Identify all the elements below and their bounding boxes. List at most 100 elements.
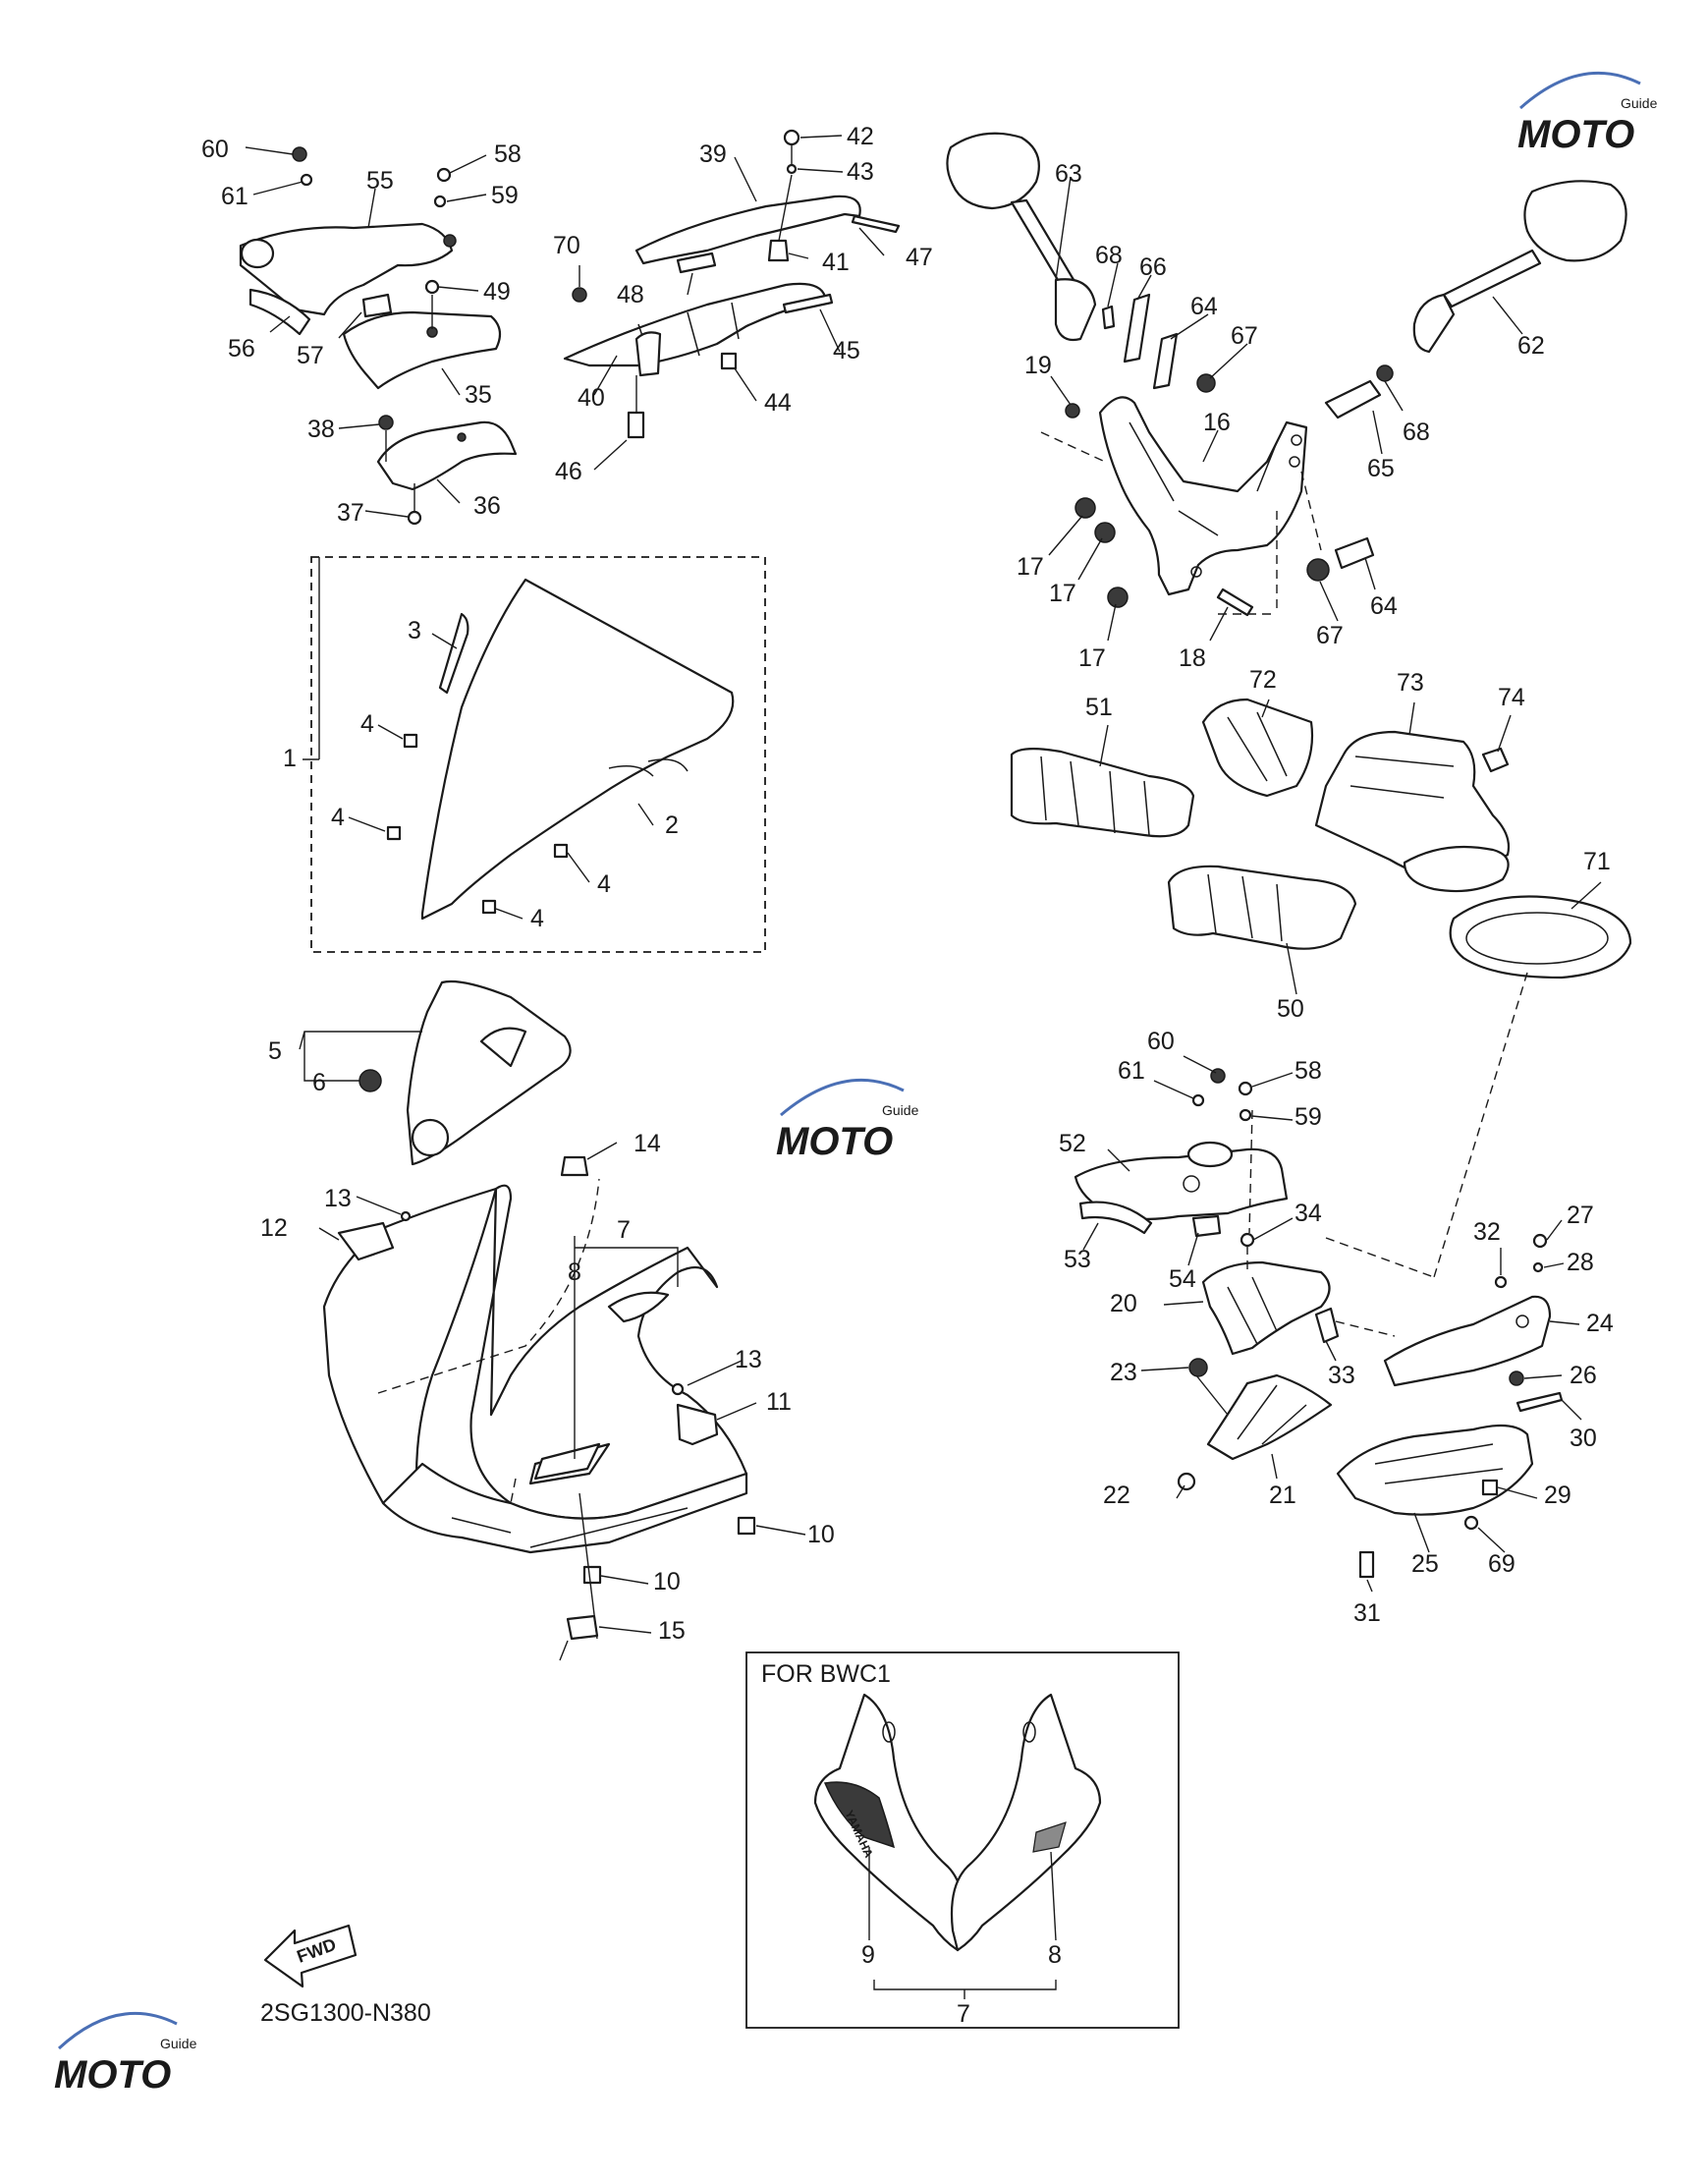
part-washer-28 bbox=[1532, 1261, 1544, 1273]
part-duct-25 bbox=[1336, 1424, 1534, 1516]
callout-46: 46 bbox=[555, 458, 582, 485]
callout-39: 39 bbox=[699, 140, 727, 168]
part-grommet-6 bbox=[358, 1069, 382, 1092]
part-nut-67b bbox=[1306, 558, 1330, 582]
callout-28: 28 bbox=[1567, 1249, 1594, 1276]
callout-15: 15 bbox=[658, 1617, 686, 1645]
callout-67: 67 bbox=[1316, 622, 1344, 649]
part-bracket-21 bbox=[1206, 1373, 1333, 1461]
callout-37: 37 bbox=[337, 499, 364, 527]
part-nut-10a bbox=[737, 1516, 756, 1536]
part-duct-71 bbox=[1449, 895, 1632, 979]
part-bolt-46 bbox=[627, 411, 645, 439]
watermark-center: MOTO Guide bbox=[776, 1078, 919, 1163]
callout-64: 64 bbox=[1370, 592, 1398, 620]
windscreen-group-box bbox=[310, 556, 766, 953]
part-nut-67a bbox=[1196, 373, 1216, 393]
callout-42: 42 bbox=[847, 123, 874, 150]
part-duct-20 bbox=[1201, 1260, 1331, 1356]
callout-49: 49 bbox=[483, 278, 511, 306]
callout-7: 7 bbox=[617, 1216, 631, 1244]
part-grommet-41 bbox=[767, 239, 790, 262]
part-nut-26 bbox=[1509, 1371, 1524, 1386]
callout-70: 70 bbox=[553, 232, 580, 259]
watermark-bottom-left: MOTO Guide bbox=[54, 2011, 197, 2097]
callout-41: 41 bbox=[822, 249, 850, 276]
callout-4: 4 bbox=[530, 905, 544, 932]
part-duct-35 bbox=[342, 310, 502, 390]
part-pad-48 bbox=[676, 252, 717, 274]
part-bolt-27 bbox=[1532, 1233, 1548, 1249]
part-nut-4c bbox=[553, 843, 569, 859]
callout-20: 20 bbox=[1110, 1290, 1137, 1317]
callout-58: 58 bbox=[494, 140, 522, 168]
part-pad-57 bbox=[361, 293, 393, 318]
part-rubber-68b bbox=[1376, 364, 1394, 382]
part-nut-29 bbox=[1481, 1479, 1499, 1496]
callout-4: 4 bbox=[597, 870, 611, 898]
callout-4: 4 bbox=[331, 804, 345, 831]
diagram-code: 2SG1300-N380 bbox=[260, 1999, 431, 2027]
part-plate-64a bbox=[1152, 332, 1179, 390]
callout-59: 59 bbox=[1295, 1103, 1322, 1131]
svg-text:Guide: Guide bbox=[160, 2036, 197, 2051]
part-bolt-19 bbox=[1065, 403, 1080, 419]
callout-44: 44 bbox=[764, 389, 792, 417]
callout-57: 57 bbox=[297, 342, 324, 369]
part-bolt-60a bbox=[292, 146, 307, 162]
callout-29: 29 bbox=[1544, 1482, 1571, 1509]
callout-27: 27 bbox=[1567, 1202, 1594, 1229]
callout-22: 22 bbox=[1103, 1482, 1130, 1509]
part-bolt-58a bbox=[436, 167, 452, 183]
part-duct-73 bbox=[1314, 730, 1511, 893]
callout-50: 50 bbox=[1277, 995, 1304, 1023]
part-strip-47 bbox=[851, 214, 901, 234]
callout-53: 53 bbox=[1064, 1246, 1091, 1273]
part-windscreen-2 bbox=[420, 578, 735, 921]
svg-text:Guide: Guide bbox=[1621, 95, 1658, 111]
part-clip-74 bbox=[1481, 747, 1510, 773]
part-gasket-65 bbox=[1324, 379, 1382, 420]
part-washer-59a bbox=[433, 195, 447, 208]
callout-43: 43 bbox=[847, 158, 874, 186]
callout-26: 26 bbox=[1570, 1362, 1597, 1389]
part-bolt-42 bbox=[783, 129, 800, 146]
callout-5: 5 bbox=[268, 1037, 282, 1065]
part-duct-51 bbox=[1010, 748, 1195, 838]
part-screw-13b bbox=[671, 1382, 685, 1396]
callout-30: 30 bbox=[1570, 1425, 1597, 1452]
part-bracket-40 bbox=[563, 282, 827, 377]
part-strip-30 bbox=[1515, 1391, 1564, 1413]
part-pad-54 bbox=[1191, 1214, 1222, 1238]
callout-47: 47 bbox=[906, 244, 933, 271]
callout-10: 10 bbox=[653, 1568, 681, 1595]
callout-17: 17 bbox=[1017, 553, 1044, 581]
part-damper-17a bbox=[1074, 497, 1096, 519]
part-pin-18 bbox=[1216, 587, 1254, 617]
callout-13: 13 bbox=[324, 1185, 352, 1212]
callout-25: 25 bbox=[1411, 1550, 1439, 1578]
callout-74: 74 bbox=[1498, 684, 1525, 711]
part-clip-44 bbox=[720, 352, 738, 370]
callout-31: 31 bbox=[1353, 1599, 1381, 1627]
part-mirror-63 bbox=[946, 132, 1097, 342]
callout-65: 65 bbox=[1367, 455, 1395, 482]
part-damper-17c bbox=[1107, 587, 1129, 608]
callout-7: 7 bbox=[957, 2000, 970, 2028]
svg-text:MOTO: MOTO bbox=[54, 2053, 171, 2097]
callout-59: 59 bbox=[491, 182, 519, 209]
callout-32: 32 bbox=[1473, 1218, 1501, 1246]
part-cover-24 bbox=[1383, 1295, 1552, 1387]
inset-fairing-7: YAMAHA bbox=[813, 1693, 1102, 1952]
callout-63: 63 bbox=[1055, 160, 1082, 188]
callout-13: 13 bbox=[735, 1346, 762, 1373]
part-clip-14 bbox=[560, 1155, 589, 1177]
callout-69: 69 bbox=[1488, 1550, 1515, 1578]
callout-34: 34 bbox=[1295, 1200, 1322, 1227]
callout-60: 60 bbox=[1147, 1028, 1175, 1055]
part-bolt-70 bbox=[572, 287, 587, 303]
svg-text:MOTO: MOTO bbox=[1517, 113, 1634, 156]
part-washer-43 bbox=[786, 163, 798, 175]
callout-51: 51 bbox=[1085, 694, 1113, 721]
part-screw-32 bbox=[1494, 1275, 1508, 1289]
